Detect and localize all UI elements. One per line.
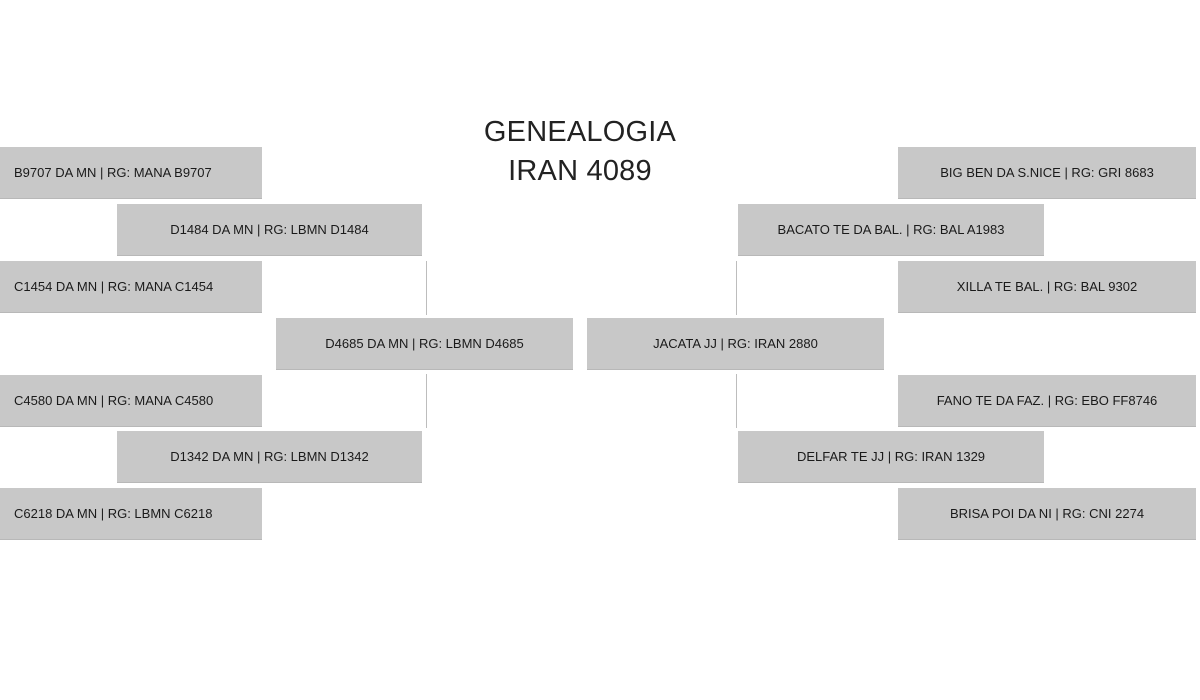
page-title: GENEALOGIA [483,116,677,148]
great-grandparent-box: BIG BEN DA S.NICE | RG: GRI 8683 [898,147,1196,199]
connector-line [736,374,737,428]
great-grandparent-box: C4580 DA MN | RG: MANA C4580 [0,375,262,427]
great-grandparent-box: C6218 DA MN | RG: LBMN C6218 [0,488,262,540]
great-grandparent-box: FANO TE DA FAZ. | RG: EBO FF8746 [898,375,1196,427]
great-grandparent-box: BRISA POI DA NI | RG: CNI 2274 [898,488,1196,540]
great-grandparent-box: B9707 DA MN | RG: MANA B9707 [0,147,262,199]
grandparent-box: DELFAR TE JJ | RG: IRAN 1329 [738,431,1044,483]
great-grandparent-box: XILLA TE BAL. | RG: BAL 9302 [898,261,1196,313]
animal-name-subtitle: IRAN 4089 [508,155,652,187]
parent-box-dam: D4685 DA MN | RG: LBMN D4685 [276,318,573,370]
grandparent-box: BACATO TE DA BAL. | RG: BAL A1983 [738,204,1044,256]
grandparent-box: D1342 DA MN | RG: LBMN D1342 [117,431,422,483]
grandparent-box: D1484 DA MN | RG: LBMN D1484 [117,204,422,256]
great-grandparent-box: C1454 DA MN | RG: MANA C1454 [0,261,262,313]
connector-line [736,261,737,315]
parent-box-sire: JACATA JJ | RG: IRAN 2880 [587,318,884,370]
connector-line [426,261,427,315]
connector-line [426,374,427,428]
